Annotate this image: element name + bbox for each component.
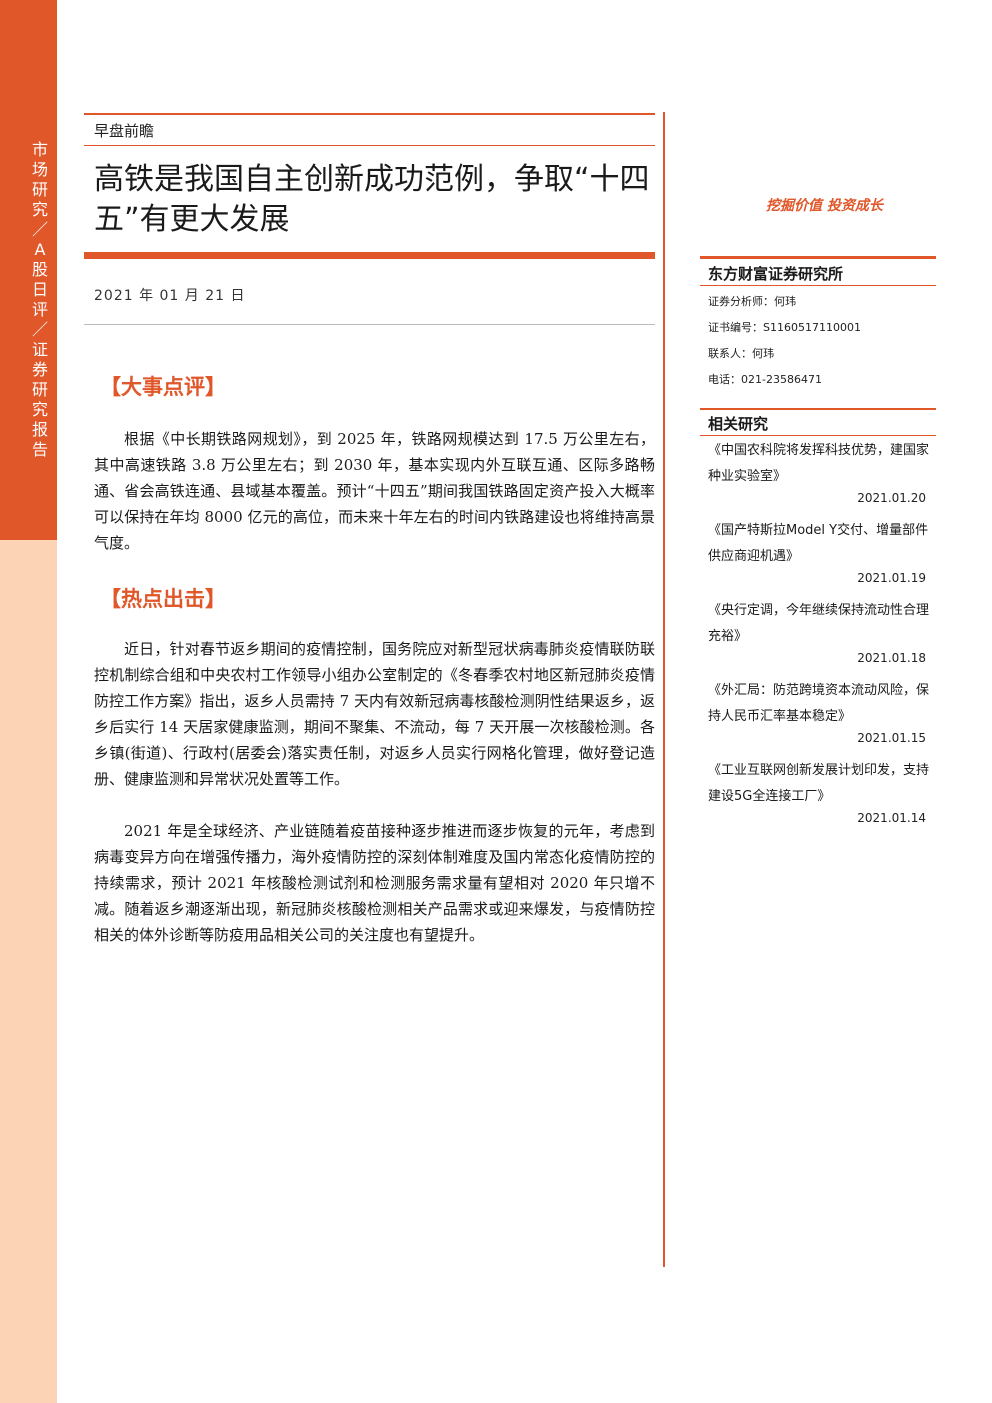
related-date: 2021.01.18 [857, 651, 926, 665]
related-date: 2021.01.14 [857, 811, 926, 825]
slogan: 挖掘价值 投资成长 [766, 198, 883, 214]
analyst-info: 证券分析师：何玮 [708, 295, 796, 308]
title-rule [84, 252, 655, 259]
section-heading-hotspot: 【热点出击】 [100, 586, 226, 611]
paragraph: 2021 年是全球经济、产业链随着疫苗接种逐步推进而逐步恢复的元年，考虑到病毒变… [94, 822, 655, 944]
contact-info: 联系人：何玮 [708, 347, 774, 360]
related-list: 《中国农科院将发挥科技优势，建国家种业实验室》 2021.01.20 《国产特斯… [708, 438, 930, 838]
section-heading-events: 【大事点评】 [100, 374, 226, 399]
paragraph: 根据《中长期铁路网规划》，到 2025 年，铁路网规模达到 17.5 万公里左右… [94, 430, 655, 552]
related-heading: 相关研究 [708, 415, 769, 433]
related-item[interactable]: 《工业互联网创新发展计划印发，支持建设5G全连接工厂》 2021.01.14 [708, 758, 930, 838]
related-rule [700, 435, 936, 436]
related-date: 2021.01.19 [857, 571, 926, 585]
paragraph: 近日，针对春节返乡期间的疫情控制，国务院应对新型冠状病毒肺炎疫情联防联控机制综合… [94, 640, 655, 788]
related-item[interactable]: 《央行定调，今年继续保持流动性合理充裕》 2021.01.18 [708, 598, 930, 678]
report-date: 2021 年 01 月 21 日 [94, 288, 246, 304]
related-title[interactable]: 《央行定调，今年继续保持流动性合理充裕》 [708, 603, 930, 644]
related-title[interactable]: 《国产特斯拉Model Y交付、增量部件供应商迎机遇》 [708, 523, 929, 564]
institution-rule [700, 285, 936, 286]
sidebar-vertical-text: 市场研究／A股日评／证券研究报告 [31, 140, 48, 459]
certificate-info: 证书编号：S1160517110001 [708, 321, 861, 334]
related-item[interactable]: 《国产特斯拉Model Y交付、增量部件供应商迎机遇》 2021.01.19 [708, 518, 930, 598]
institution-name: 东方财富证券研究所 [708, 265, 844, 283]
related-date: 2021.01.15 [857, 731, 926, 745]
sidebar-band-accent [0, 0, 57, 540]
date-rule [84, 324, 655, 325]
report-title: 高铁是我国自主创新成功范例，争取“十四五”有更大发展 [94, 162, 650, 237]
related-item[interactable]: 《外汇局：防范跨境资本流动风险，保持人民币汇率基本稳定》 2021.01.15 [708, 678, 930, 758]
related-item[interactable]: 《中国农科院将发挥科技优势，建国家种业实验室》 2021.01.20 [708, 438, 930, 518]
related-date: 2021.01.20 [857, 491, 926, 505]
phone-info: 电话：021-23586471 [708, 373, 822, 386]
column-divider [663, 112, 665, 1267]
top-rule [84, 113, 655, 115]
institution-rule [700, 256, 936, 259]
related-title[interactable]: 《工业互联网创新发展计划印发，支持建设5G全连接工厂》 [708, 763, 930, 804]
related-title[interactable]: 《外汇局：防范跨境资本流动风险，保持人民币汇率基本稳定》 [708, 683, 930, 724]
related-title[interactable]: 《中国农科院将发挥科技优势，建国家种业实验室》 [708, 443, 930, 484]
tag-rule [84, 145, 655, 146]
section-tag: 早盘前瞻 [94, 122, 155, 140]
related-rule [700, 408, 936, 410]
